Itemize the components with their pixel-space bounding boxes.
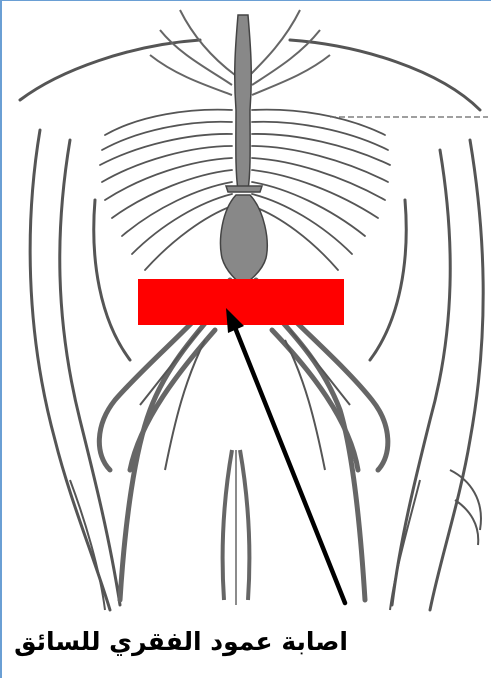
injury-highlight-box	[138, 279, 344, 325]
lower-nerves	[99, 280, 388, 600]
central-structure	[223, 450, 250, 605]
caption-text: اصابة عمود الفقري للسائق	[8, 622, 348, 662]
spine-nerve-illustration	[0, 0, 493, 620]
spinal-cord	[221, 15, 268, 285]
